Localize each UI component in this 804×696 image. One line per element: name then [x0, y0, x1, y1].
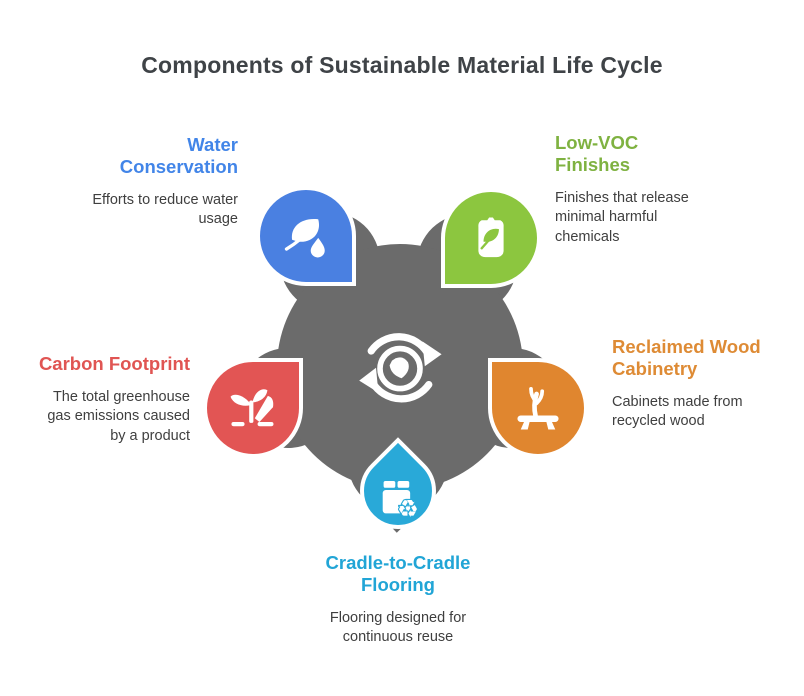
svg-text:♻: ♻	[397, 494, 419, 523]
heading-low-voc-finishes: Low-VOC Finishes	[555, 132, 639, 175]
leaf-droplet-icon	[284, 218, 325, 258]
label-block-low-voc-finishes: Low-VOC Finishes Finishes that release m…	[555, 132, 689, 247]
petal-reclaimed-wood-cabinetry	[488, 358, 588, 458]
desc-low-voc-finishes: Finishes that release minimal harmful ch…	[555, 189, 689, 245]
page-title: Components of Sustainable Material Life …	[141, 52, 663, 78]
label-block-cradle-to-cradle-flooring: Cradle-to-Cradle Flooring Flooring desig…	[258, 552, 538, 648]
recycle-box-icon: ♻	[382, 481, 420, 524]
wood-bench-icon	[517, 387, 559, 430]
label-block-reclaimed-wood-cabinetry: Reclaimed Wood Cabinetry Cabinets made f…	[612, 336, 761, 432]
desc-cradle-to-cradle-flooring: Flooring designed for continuous reuse	[329, 609, 467, 646]
label-block-water-conservation: Water Conservation Efforts to reduce wat…	[92, 134, 238, 230]
heading-water-conservation: Water Conservation	[119, 134, 238, 177]
heading-reclaimed-wood-cabinetry: Reclaimed Wood Cabinetry	[612, 336, 761, 379]
desc-reclaimed-wood-cabinetry: Cabinets made from recycled wood	[612, 393, 743, 430]
heading-cradle-to-cradle-flooring: Cradle-to-Cradle Flooring	[325, 552, 471, 595]
eco-bag-icon	[478, 217, 504, 258]
heading-carbon-footprint: Carbon Footprint	[38, 353, 190, 374]
label-block-carbon-footprint: Carbon Footprint The total greenhouse ga…	[39, 353, 190, 446]
desc-carbon-footprint: The total greenhouse gas emissions cause…	[47, 388, 190, 444]
recycle-globe-icon	[359, 333, 442, 403]
footprint-plant-icon	[230, 389, 274, 427]
desc-water-conservation: Efforts to reduce water usage	[92, 191, 238, 228]
